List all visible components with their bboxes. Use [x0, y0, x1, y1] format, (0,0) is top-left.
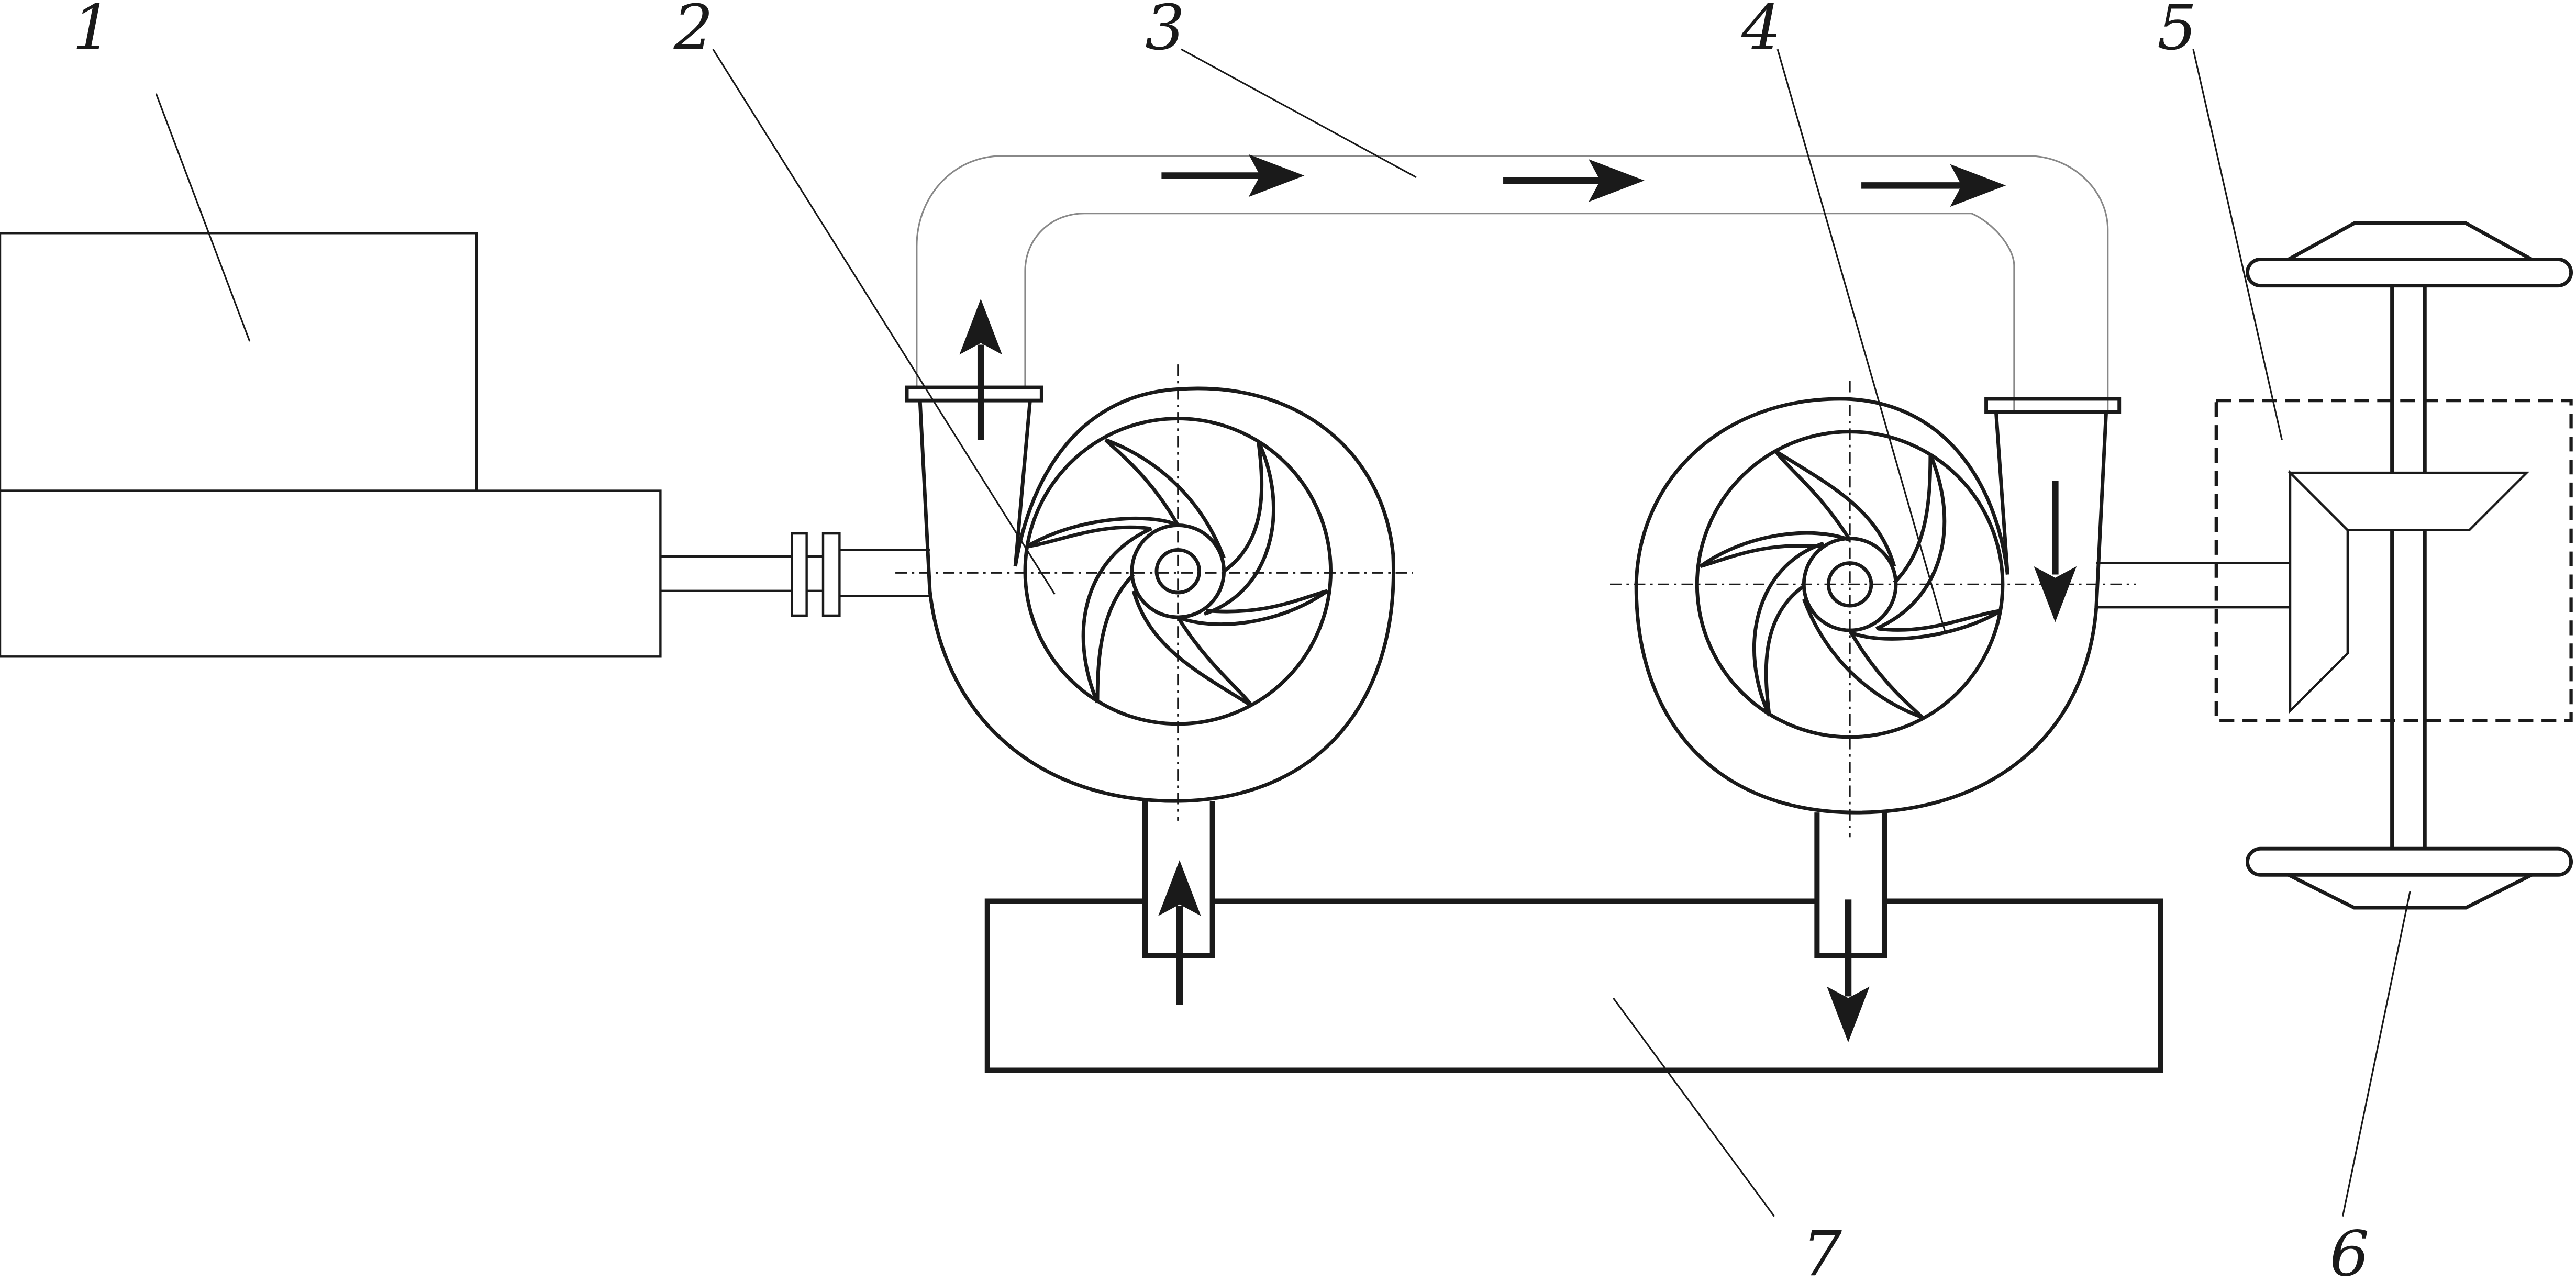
flow-arrows-top: [1161, 154, 2006, 207]
turbine-unit: [1610, 381, 2136, 958]
label-3: 3: [1145, 0, 1185, 64]
turbine-outlet-arrow: [1827, 899, 1870, 1043]
lower-wheel: [2245, 846, 2573, 910]
output-shaft: [2096, 562, 2291, 609]
upper-wheel: [2245, 221, 2573, 288]
label-6: 6: [2329, 1218, 2369, 1282]
vertical-shaft: [2390, 285, 2427, 849]
leader-lines: [155, 48, 2411, 1217]
pump-outlet-arrow: [959, 298, 1003, 440]
label-7: 7: [1802, 1218, 1842, 1282]
reservoir-tank: [984, 898, 2163, 1073]
connecting-pipe: [916, 155, 2109, 410]
label-5: 5: [2157, 0, 2197, 64]
turbine-inlet-arrow: [2034, 481, 2077, 622]
label-1: 1: [72, 0, 112, 64]
pump-unit: [895, 364, 1413, 958]
pump-inlet-arrow: [1158, 860, 1201, 1005]
label-2: 2: [673, 0, 713, 64]
input-shaft-coupling: [660, 532, 930, 617]
label-4: 4: [1741, 0, 1781, 64]
drive-unit: [0, 232, 662, 658]
